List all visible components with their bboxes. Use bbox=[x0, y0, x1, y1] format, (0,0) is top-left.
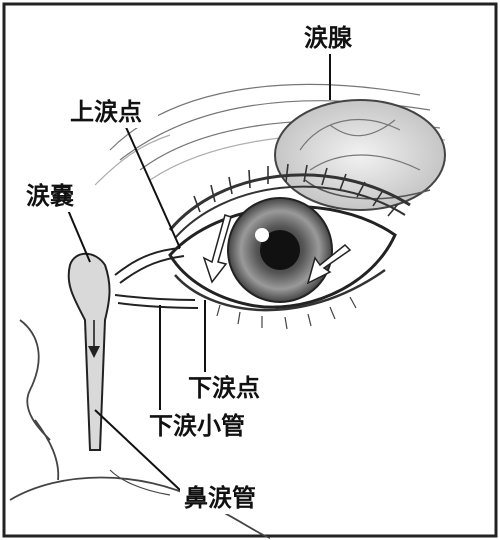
label-upper-punctum: 上涙点 bbox=[70, 100, 142, 124]
eye-highlight bbox=[255, 228, 269, 242]
label-lower-punctum: 下涙点 bbox=[188, 376, 260, 400]
label-lacrimal-sac: 涙嚢 bbox=[26, 184, 74, 208]
label-lacrimal-gland: 涙腺 bbox=[304, 26, 352, 50]
label-nasolacrimal-duct: 鼻涙管 bbox=[184, 486, 256, 510]
leader-upper-punctum bbox=[125, 125, 180, 248]
lacrimal-sac-duct bbox=[69, 254, 110, 450]
lacrimal-gland-shape bbox=[275, 100, 445, 210]
label-lower-canaliculus: 下涙小管 bbox=[149, 414, 245, 438]
